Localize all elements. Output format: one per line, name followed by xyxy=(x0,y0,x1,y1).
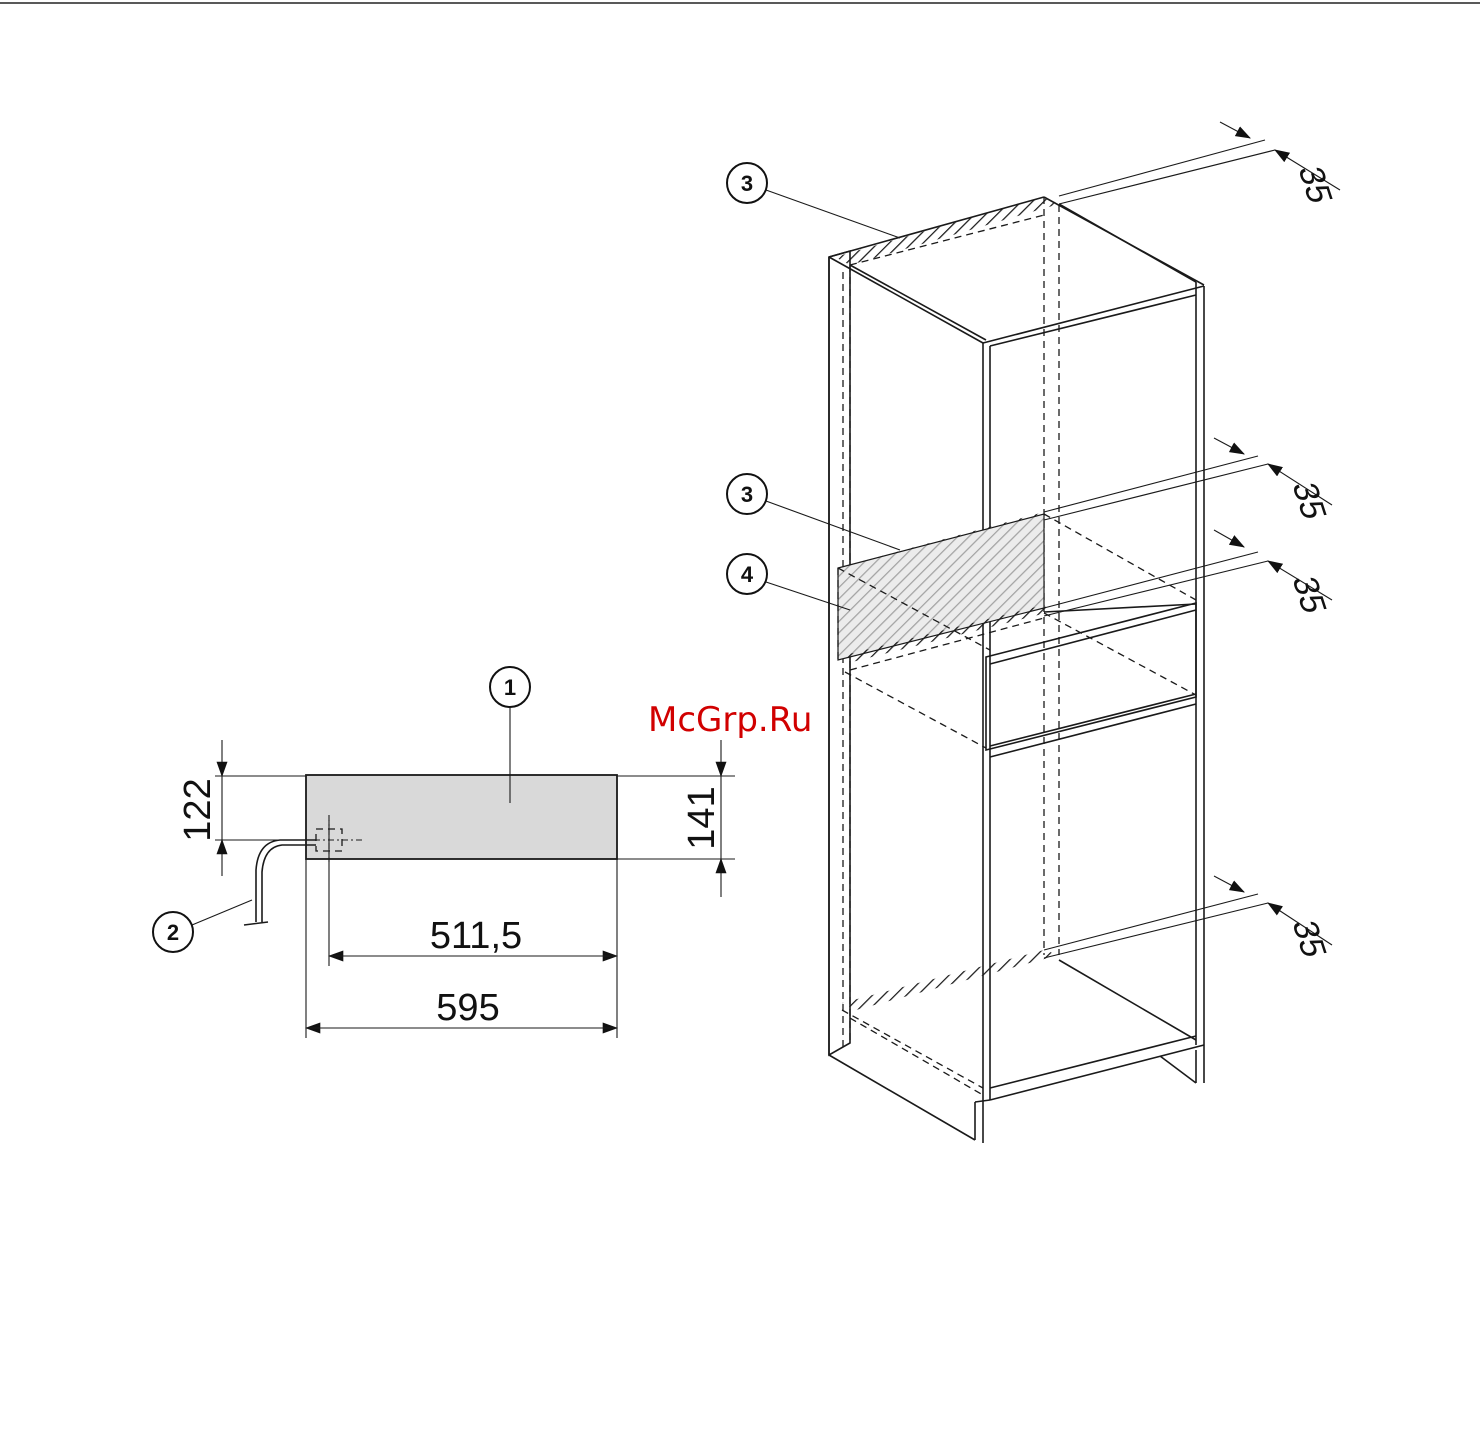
callout-4-label: 4 xyxy=(741,562,754,587)
callout-3-top: 3 xyxy=(727,163,900,238)
callout-3-top-label: 3 xyxy=(741,171,753,196)
callout-2: 2 xyxy=(153,900,252,952)
clearance-bottom: 35 xyxy=(1284,919,1334,959)
tall-cabinet xyxy=(829,122,1340,1143)
callout-3-mid-label: 3 xyxy=(741,482,753,507)
watermark: McGrp.Ru xyxy=(648,700,812,740)
clearance-mid-upper: 35 xyxy=(1284,481,1334,521)
dim-141: 141 xyxy=(681,786,723,849)
appliance-front xyxy=(306,775,617,859)
clearance-mid-lower: 35 xyxy=(1284,575,1334,615)
clearance-top: 35 xyxy=(1290,165,1340,205)
callout-2-label: 2 xyxy=(167,920,179,945)
dim-511-5: 511,5 xyxy=(430,915,522,957)
callout-3-mid: 3 xyxy=(727,474,900,550)
dim-595: 595 xyxy=(436,987,499,1029)
dim-122: 122 xyxy=(177,778,219,841)
callout-1-label: 1 xyxy=(504,675,516,700)
callout-4: 4 xyxy=(727,554,850,610)
